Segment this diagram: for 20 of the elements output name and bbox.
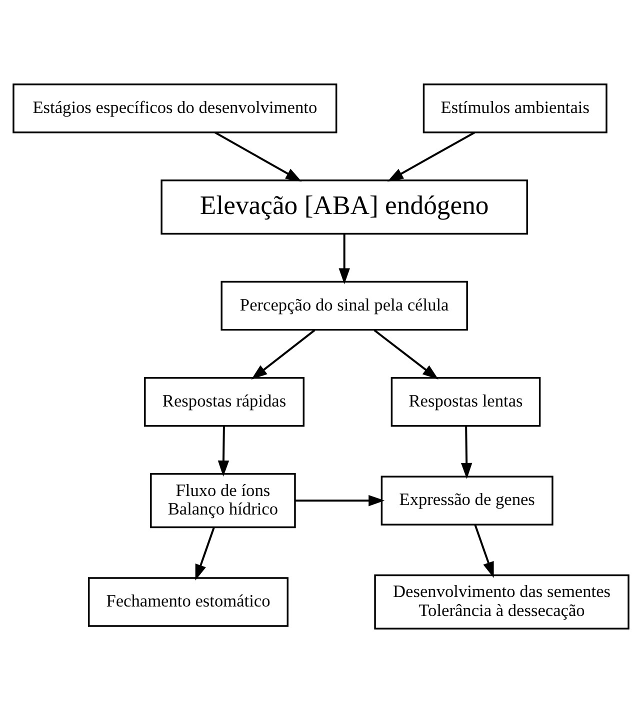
- arrow: [295, 494, 385, 506]
- node-box: Elevação [ABA] endógeno: [160, 180, 528, 235]
- arrow: [460, 426, 472, 480]
- node-box: Estímulos ambientais: [422, 83, 608, 134]
- arrow: [218, 426, 230, 477]
- arrow: [251, 329, 316, 380]
- node-box: Fechamento estomático: [88, 577, 289, 627]
- node-box: Percepção do sinal pela célula: [220, 280, 468, 331]
- arrow: [214, 132, 302, 182]
- arrow: [387, 132, 476, 182]
- arrow: [195, 527, 215, 581]
- node-box: Respostas rápidas: [144, 376, 305, 427]
- node-box: Desenvolvimento das sementes Tolerância à dessecação: [374, 574, 630, 630]
- node-box: Respostas lentas: [390, 376, 541, 427]
- arrow: [474, 524, 494, 578]
- node-box: Fluxo de íons Balanço hídrico: [150, 473, 296, 528]
- arrow: [338, 234, 350, 284]
- node-box: Estágios específicos do desenvolvimento: [12, 83, 338, 134]
- arrow: [374, 329, 438, 380]
- node-box: Expressão de genes: [380, 476, 554, 526]
